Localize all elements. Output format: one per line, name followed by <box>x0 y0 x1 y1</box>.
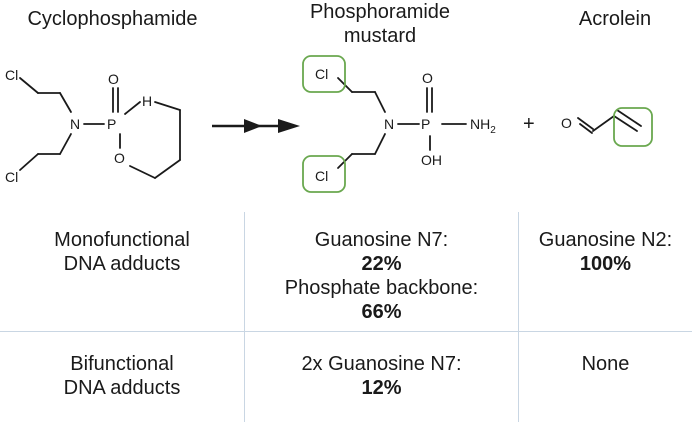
atom-cl: Cl <box>315 168 328 184</box>
reaction-scheme: Cl Cl N P O H O Cl Cl N P O NH2 OH + <box>5 55 653 193</box>
phosphoramide-bonds <box>337 77 467 169</box>
row-label-line: Bifunctional <box>70 353 174 375</box>
arrow-head-icon <box>278 119 300 133</box>
title-phosphoramide-mustard: Phosphoramide mustard <box>290 0 470 48</box>
cell-bi-phosphoramide: 2x Guanosine N7: 12% <box>245 352 518 400</box>
cyclophosphamide-atoms: Cl Cl N P O H O <box>5 67 152 185</box>
atom-p: P <box>421 116 430 132</box>
adduct-site: Guanosine N2: <box>538 229 673 251</box>
grid-line-vertical-1 <box>244 212 245 422</box>
atom-nh2: NH2 <box>470 116 496 136</box>
row-label-monofunctional: Monofunctional DNA adducts <box>0 228 244 276</box>
cell-bi-acrolein: None <box>519 352 692 376</box>
atom-o: O <box>108 71 119 87</box>
atom-oh: OH <box>421 152 442 168</box>
title-cyclophosphamide: Cyclophosphamide <box>27 8 198 30</box>
row-label-line: Monofunctional <box>54 229 190 251</box>
atom-n: N <box>384 116 394 132</box>
atom-nh: H <box>142 93 152 109</box>
cyclophosphamide-bonds <box>19 77 181 179</box>
adduct-percent: 12% <box>361 377 402 399</box>
plus-sign: + <box>523 113 535 135</box>
atom-o: O <box>561 115 572 131</box>
highlight-box <box>302 155 346 193</box>
title-phosphoramide-line1: Phosphoramide <box>309 1 451 23</box>
atom-cl: Cl <box>315 66 328 82</box>
phosphoramide-atoms: Cl Cl N P O NH2 OH <box>315 66 496 184</box>
adduct-site: Guanosine N7: <box>314 229 449 251</box>
adduct-percent: 22% <box>361 253 402 275</box>
cell-mono-acrolein: Guanosine N2: 100% <box>519 228 692 276</box>
row-label-line: DNA adducts <box>63 253 181 275</box>
title-phosphoramide-line2: mustard <box>343 25 417 47</box>
atom-cl: Cl <box>5 67 18 83</box>
atom-o: O <box>422 70 433 86</box>
adduct-site: Phosphate backbone: <box>284 277 479 299</box>
grid-line-vertical-2 <box>518 212 519 422</box>
title-acrolein: Acrolein <box>578 8 652 30</box>
atom-o: O <box>114 150 125 166</box>
row-label-bifunctional: Bifunctional DNA adducts <box>0 352 244 400</box>
row-label-line: DNA adducts <box>63 377 181 399</box>
cell-mono-phosphoramide: Guanosine N7: 22% Phosphate backbone: 66… <box>245 228 518 324</box>
adduct-percent: 66% <box>361 301 402 323</box>
atom-p: P <box>107 116 116 132</box>
adduct-percent: 100% <box>579 253 632 275</box>
grid-line-horizontal <box>0 331 692 332</box>
acrolein-bonds <box>577 109 642 134</box>
adduct-none: None <box>581 353 630 375</box>
atom-n: N <box>70 116 80 132</box>
highlight-box <box>302 55 346 93</box>
atom-cl: Cl <box>5 169 18 185</box>
arrow-head-icon <box>244 119 262 133</box>
adduct-site: 2x Guanosine N7: <box>301 353 462 375</box>
highlight-box <box>613 107 653 147</box>
